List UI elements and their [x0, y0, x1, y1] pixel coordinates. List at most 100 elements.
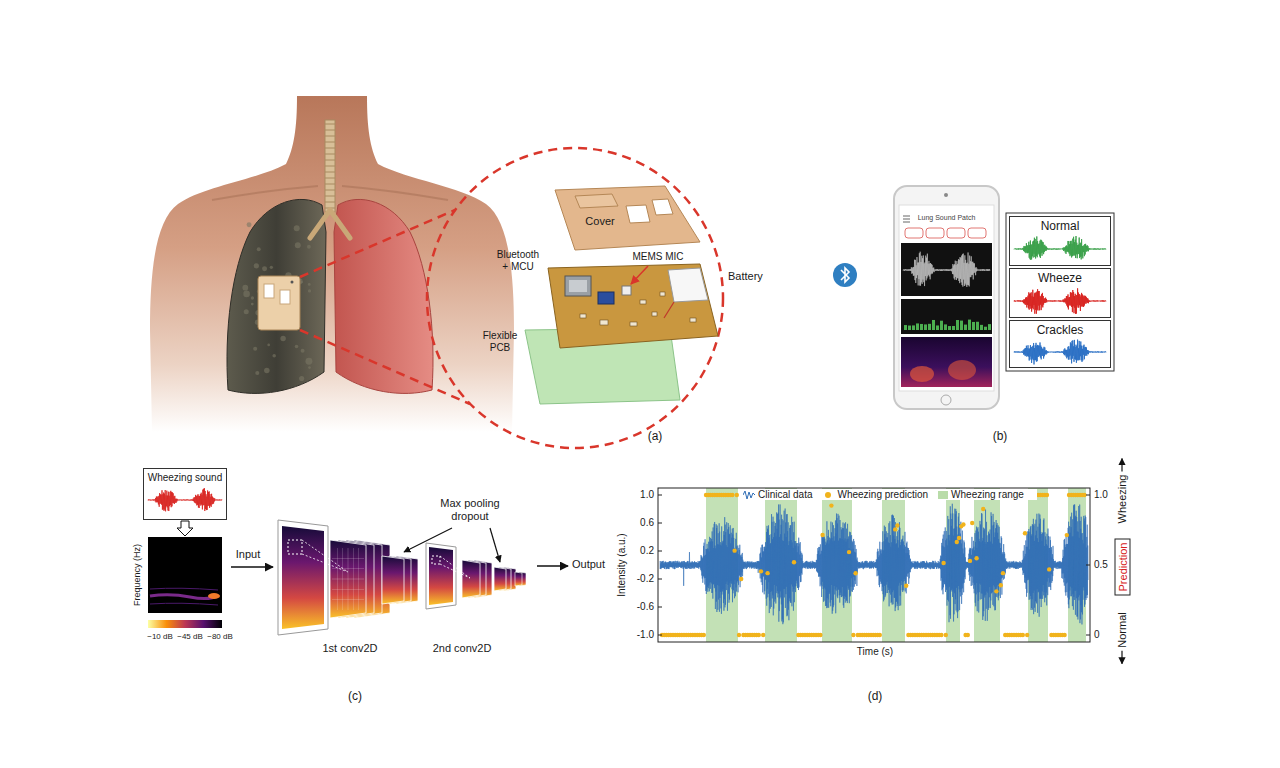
lung-texture — [270, 266, 273, 269]
circuit-board — [548, 264, 718, 348]
part-label: Bluetooth + MCU — [494, 249, 542, 272]
axis-tick — [658, 551, 662, 552]
trachea-ring — [325, 190, 335, 191]
app-button — [968, 228, 986, 238]
class-box: Crackles — [1009, 320, 1111, 368]
spectral-peak — [208, 593, 220, 599]
pooled-map — [494, 567, 506, 591]
prediction-dot — [765, 571, 769, 575]
waveform — [1014, 236, 1106, 260]
prediction-dot — [941, 561, 945, 565]
level-panel — [901, 299, 992, 334]
cover-bump — [575, 194, 618, 208]
feature-grid — [353, 548, 354, 610]
input-box: Wheezing sound — [143, 468, 227, 520]
pooled-map — [382, 556, 404, 604]
node-label: Prediction — [1116, 543, 1129, 592]
smd-component — [600, 320, 608, 325]
prediction-dot — [757, 633, 761, 637]
prediction-dot — [820, 533, 824, 537]
panel-label: (d) — [868, 690, 883, 704]
spectrogram-panel — [901, 337, 992, 387]
flow-label: Input — [236, 548, 260, 561]
level-bar — [928, 324, 931, 330]
lung-texture — [244, 309, 249, 314]
colorbar — [148, 620, 222, 628]
panel-label: (c) — [348, 690, 362, 704]
prediction-dot — [999, 583, 1003, 587]
input-frame — [278, 520, 328, 635]
legend-item: Wheezing range — [938, 489, 1024, 500]
lung-texture — [267, 344, 270, 347]
part-label: MEMS MIC — [632, 251, 683, 263]
prediction-dot — [1082, 493, 1086, 497]
axis-tick — [658, 579, 662, 580]
patch-dot — [291, 281, 294, 284]
feature-map — [462, 560, 480, 598]
menu-icon — [903, 219, 910, 220]
prediction-dot — [1047, 567, 1051, 571]
level-bar — [940, 321, 943, 330]
smd-component — [640, 300, 646, 304]
axis-tick — [1086, 635, 1090, 636]
lung-texture — [308, 366, 311, 369]
diseased-lung — [227, 199, 326, 393]
kernel-projection — [302, 540, 348, 572]
bronchus — [310, 210, 350, 238]
prediction-dot — [1045, 493, 1049, 497]
axis-title: Frequency (Hz) — [132, 544, 142, 606]
legend-wave — [743, 491, 755, 499]
prediction-dot — [974, 556, 978, 560]
level-bar — [984, 327, 987, 330]
prediction-dot — [1025, 633, 1029, 637]
node-label: Wheezing sound — [144, 472, 226, 484]
waveform — [148, 488, 222, 511]
lung-texture — [251, 296, 254, 299]
spectral-ridge — [150, 588, 218, 590]
level-bar — [972, 322, 975, 330]
trachea-ring — [325, 136, 335, 137]
prediction-dot — [792, 560, 796, 564]
bluetooth-rune — [841, 268, 849, 282]
trachea-ring — [325, 148, 335, 149]
chart-legend: Clinical dataWheezing predictionWheezing… — [740, 489, 1037, 500]
conv-frame — [426, 543, 456, 609]
trachea-ring — [325, 154, 335, 155]
level-bar — [920, 324, 923, 330]
spectral-ridge — [150, 595, 218, 599]
flow-arrow — [177, 521, 193, 536]
prediction-dot — [739, 577, 743, 581]
colorbar-label: −45 dB — [177, 632, 203, 641]
axis-tick — [1086, 495, 1090, 496]
patch-cover — [555, 186, 700, 250]
trachea-ring — [325, 178, 335, 179]
axis-title-box: Prediction — [1114, 539, 1130, 596]
legend-sample — [743, 490, 755, 500]
lung-texture — [307, 245, 311, 249]
waveform — [903, 252, 990, 287]
spectral-ridge — [150, 603, 218, 605]
tick-label: 1.0 — [1094, 489, 1108, 501]
node-label: Normal — [1010, 220, 1110, 234]
axis-tick — [658, 495, 662, 496]
input-arrow — [231, 566, 273, 568]
legend-swatch — [938, 491, 948, 499]
prediction-dot — [904, 583, 908, 587]
feature-map — [330, 540, 366, 618]
sensor-patch — [258, 276, 300, 330]
level-bar — [956, 320, 959, 330]
prediction-dot — [1065, 533, 1069, 537]
prediction-dot — [730, 493, 734, 497]
output-arrow — [537, 565, 568, 567]
conv-kernel — [288, 540, 302, 554]
zoom-leader — [300, 330, 470, 404]
axis-tick — [658, 607, 662, 608]
lung-texture — [308, 289, 311, 292]
mems-microphone — [622, 286, 631, 295]
zoom-leader — [300, 210, 455, 277]
level-bar — [936, 325, 939, 330]
waveform-panel — [901, 243, 992, 296]
lung-texture — [294, 225, 300, 231]
tick-label: -0.2 — [637, 573, 654, 585]
prediction-dot — [961, 522, 965, 526]
